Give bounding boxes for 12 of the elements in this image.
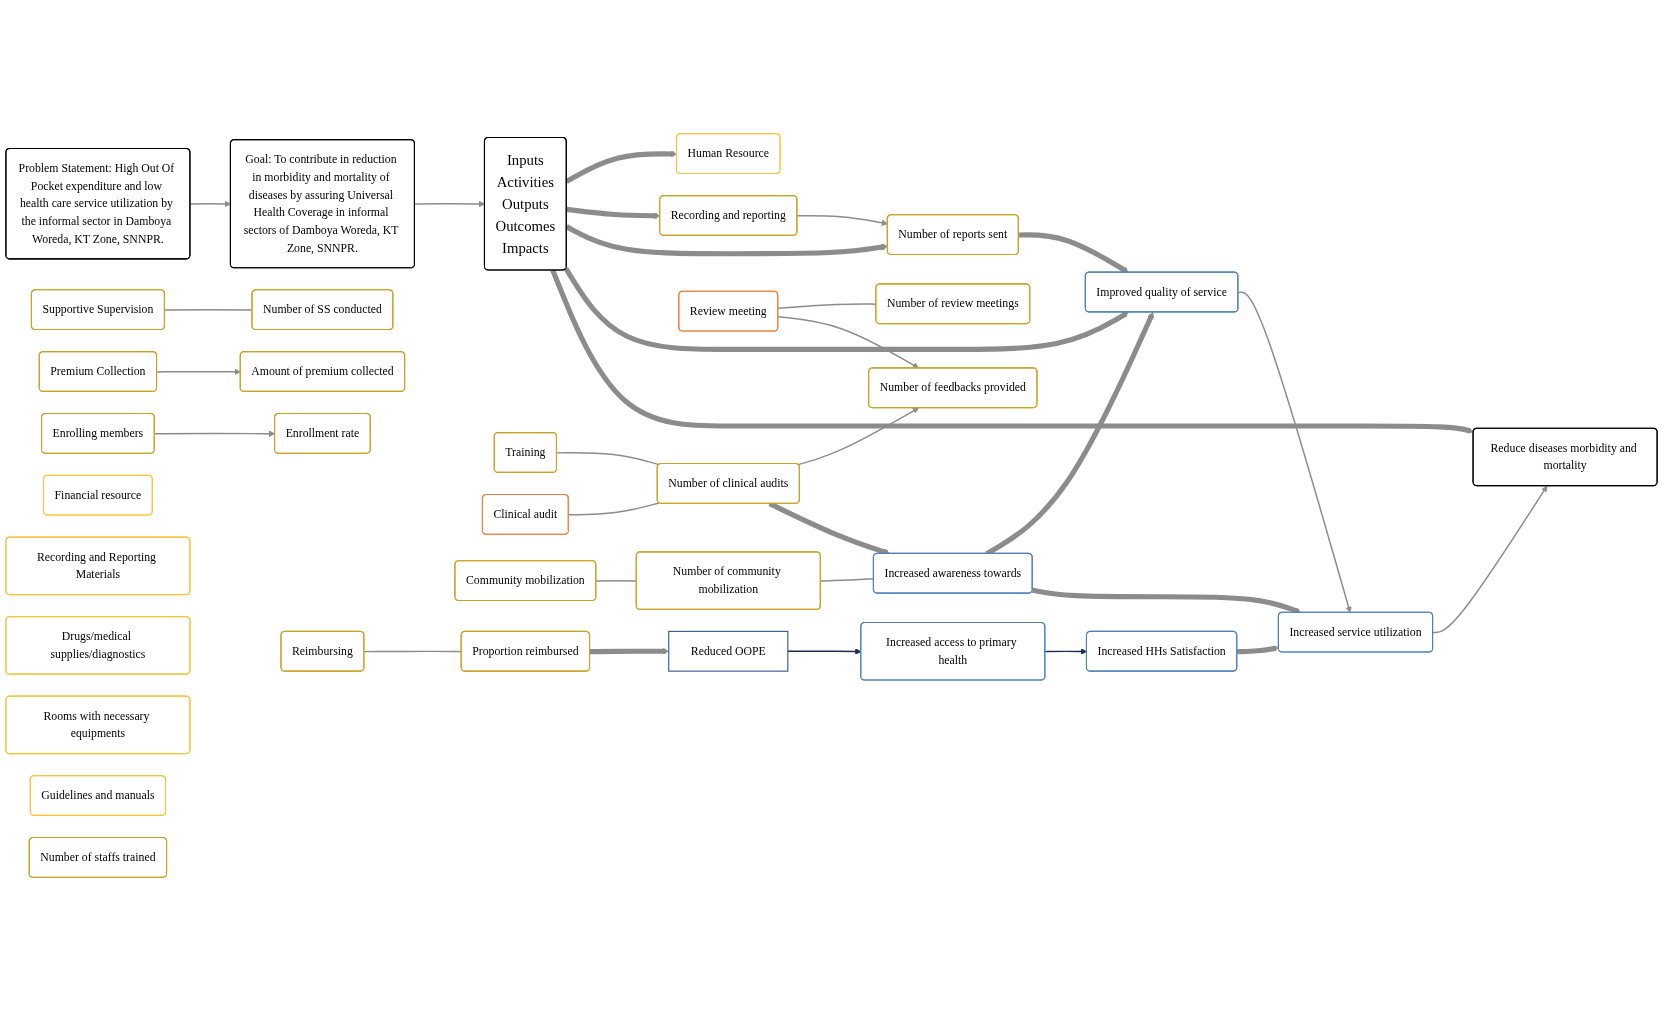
arrow (1237, 291, 1352, 613)
arrow (1018, 232, 1129, 274)
arrow (796, 215, 888, 226)
arrow (1032, 587, 1302, 614)
arrow (797, 407, 920, 466)
node-box: Reduced OOPE (668, 630, 789, 672)
connector (556, 452, 660, 466)
arrow (563, 267, 1129, 352)
arrow (777, 316, 920, 369)
arrow (156, 368, 241, 376)
arrow (1432, 485, 1548, 634)
arrow (550, 269, 1474, 434)
